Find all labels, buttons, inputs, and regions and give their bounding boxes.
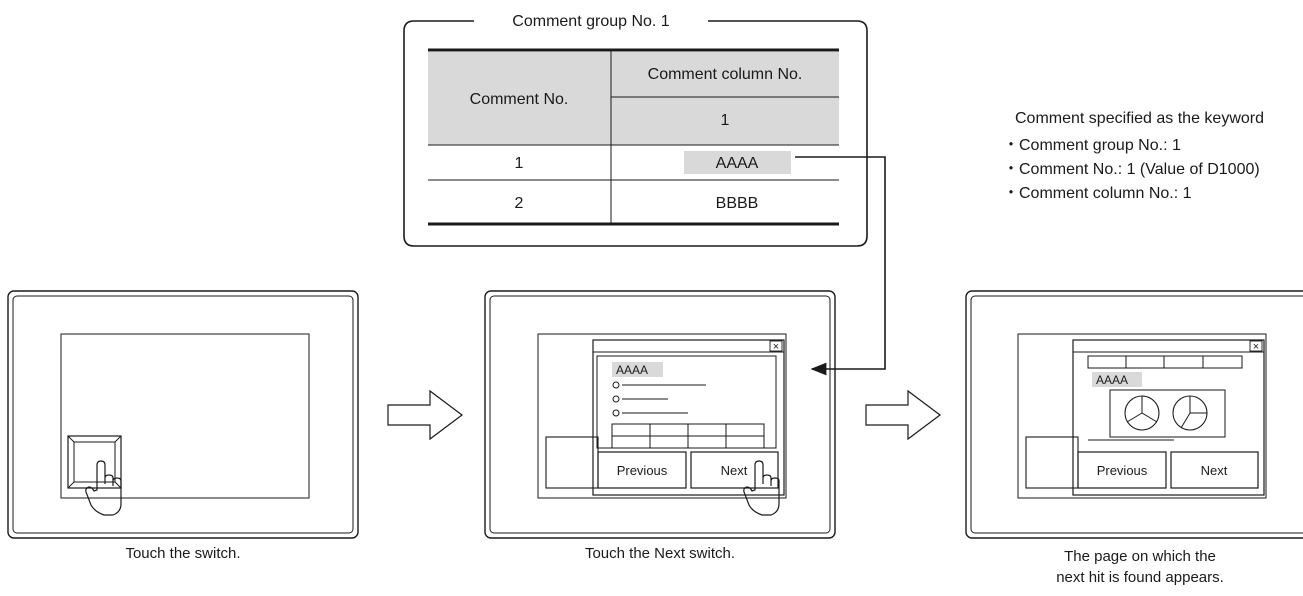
row-2-comment-text: BBBB xyxy=(716,195,759,212)
screen-display xyxy=(1017,333,1267,499)
panel-3-caption-line-2: next hit is found appears. xyxy=(1056,569,1224,586)
next-button-label: Next xyxy=(1201,463,1228,478)
window-keyword: AAAA xyxy=(1096,373,1128,387)
step-arrow-icon xyxy=(865,389,941,441)
screen-inner-frame xyxy=(12,295,354,534)
search-window: × AAAA Previous Nex xyxy=(1072,339,1265,496)
panel-1-caption: Touch the switch. xyxy=(125,545,240,562)
hand-pointer-icon xyxy=(743,460,780,516)
screen-inner-frame xyxy=(489,295,831,534)
keyword-note: Comment specified as the keyword ・Commen… xyxy=(1003,110,1264,202)
close-icon: × xyxy=(773,341,779,353)
row-1-comment-no: 1 xyxy=(515,155,524,172)
page-table xyxy=(1087,355,1243,369)
window-keyword: AAAA xyxy=(616,363,648,377)
screen-outer-frame xyxy=(965,290,1303,539)
header-column-value: 1 xyxy=(721,112,730,129)
list-bullet-icon xyxy=(612,381,620,389)
previous-button[interactable] xyxy=(597,451,687,489)
step-arrow-icon xyxy=(387,389,463,441)
comment-group-label: Comment group No. 1 xyxy=(512,13,670,30)
previous-button[interactable] xyxy=(1077,451,1167,489)
keyword-note-item: ・Comment column No.: 1 xyxy=(1003,185,1192,202)
search-window: × AAAA Previous Next xyxy=(592,339,785,496)
panel-3-caption-line-1: The page on which the xyxy=(1064,548,1216,565)
previous-button-label: Previous xyxy=(1097,463,1148,478)
close-button[interactable] xyxy=(769,340,783,352)
chart-frame xyxy=(1109,389,1226,438)
connector-arrow xyxy=(795,156,886,376)
close-button[interactable] xyxy=(1249,340,1263,352)
previous-button-label: Previous xyxy=(617,463,668,478)
panel-2-caption: Touch the Next switch. xyxy=(585,545,735,562)
panel-2: × AAAA Previous Next Touch the Next swit… xyxy=(484,290,836,562)
next-button[interactable] xyxy=(690,451,779,489)
background-switch xyxy=(1025,436,1079,489)
list-bullet-icon xyxy=(612,395,620,403)
list-bullet-icon xyxy=(612,409,620,417)
table-header-bg xyxy=(428,52,839,145)
highlight-aaaa xyxy=(684,151,791,174)
comment-group-box: Comment group No. 1 Comment No. Comment … xyxy=(403,13,868,247)
background-switch xyxy=(545,436,599,489)
hand-pointer-icon xyxy=(85,460,122,516)
next-button[interactable] xyxy=(1170,451,1259,489)
panel-3: × AAAA Previous Nex xyxy=(965,290,1303,586)
keyword-note-title: Comment specified as the keyword xyxy=(1015,110,1264,127)
pie-chart-icon xyxy=(1172,395,1208,431)
pie-chart-icon xyxy=(1124,395,1160,431)
touch-switch[interactable] xyxy=(67,435,122,489)
row-1-comment-text: AAAA xyxy=(716,155,759,172)
close-icon: × xyxy=(1253,341,1259,353)
panel-1: Touch the switch. xyxy=(7,290,359,562)
header-comment-no: Comment No. xyxy=(470,91,569,108)
keyword-highlight xyxy=(612,362,663,377)
keyword-highlight xyxy=(1092,372,1142,387)
screen-outer-frame xyxy=(484,290,836,539)
keyword-note-item: ・Comment No.: 1 (Value of D1000) xyxy=(1003,161,1260,178)
row-2-comment-no: 2 xyxy=(515,195,524,212)
keyword-note-item: ・Comment group No.: 1 xyxy=(1003,137,1181,154)
screen-display xyxy=(60,333,310,499)
next-button-label: Next xyxy=(721,463,748,478)
screen-inner-frame xyxy=(970,295,1303,534)
screen-outer-frame xyxy=(7,290,359,539)
screen-display xyxy=(537,333,787,499)
header-comment-column-no: Comment column No. xyxy=(648,66,803,83)
